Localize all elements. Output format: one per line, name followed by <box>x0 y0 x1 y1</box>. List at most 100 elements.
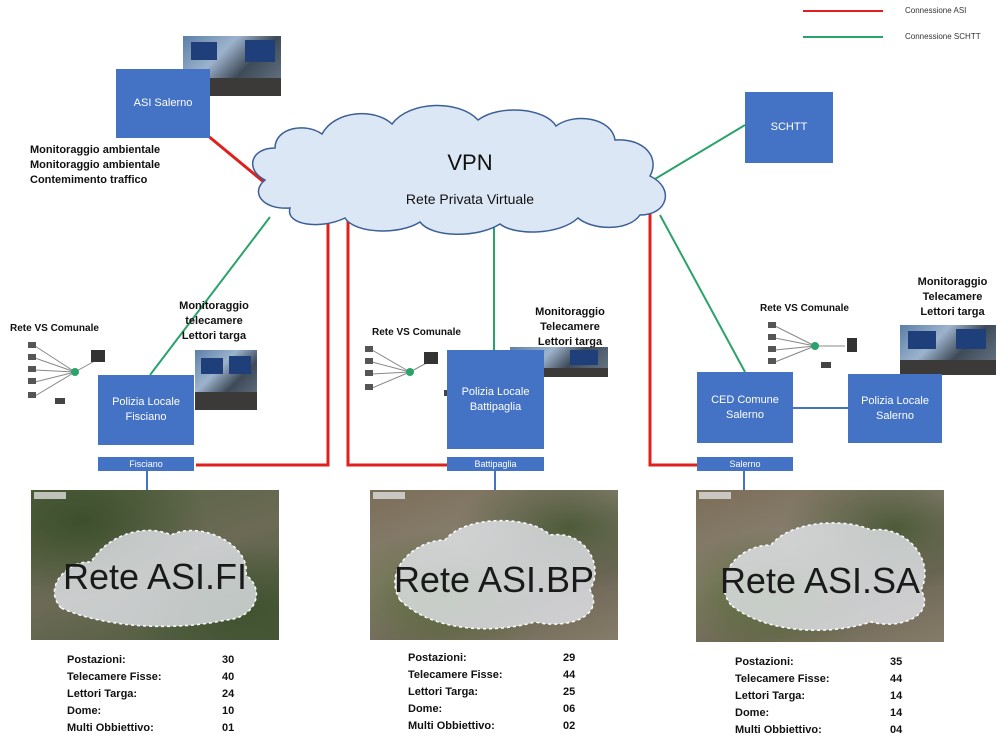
stat-row: Dome: 14 <box>735 705 902 722</box>
rete-vs-label: Rete VS Comunale <box>10 323 99 334</box>
note-line: Monitoraggio <box>179 300 249 312</box>
link-schtt-vpn <box>649 124 746 183</box>
note-line: telecamere <box>185 315 243 327</box>
note-line: Telecamere <box>922 291 983 303</box>
asi-links <box>196 133 697 467</box>
ced-salerno-box[interactable]: CED Comune Salerno <box>697 372 793 443</box>
note-line: Monitoraggio ambientale <box>30 159 161 171</box>
rete-vs-label: Rete VS Comunale <box>372 327 461 338</box>
stat-value: 01 <box>222 722 235 734</box>
local-network-diagram <box>768 322 857 368</box>
stat-value: 10 <box>222 705 235 717</box>
control-room-photo <box>195 350 257 410</box>
legend-red-line <box>803 9 883 12</box>
stat-key: Telecamere Fisse: <box>408 669 503 681</box>
fisciano-bar[interactable]: Fisciano <box>98 457 194 471</box>
asi-salerno-notes: Monitoraggio ambientale Monitoraggio amb… <box>30 143 230 188</box>
battipaglia-bar[interactable]: Battipaglia <box>447 457 544 471</box>
stat-value: 29 <box>563 652 576 664</box>
stat-row: Telecamere Fisse: 44 <box>408 667 575 684</box>
stat-row: Postazioni:35 <box>735 654 902 671</box>
stat-key: Telecamere Fisse: <box>735 673 830 685</box>
schtt-box[interactable]: SCHTT <box>745 92 833 163</box>
stat-row: Postazioni: 29 <box>408 650 575 667</box>
stat-key: Dome: <box>408 703 443 715</box>
salerno-bar[interactable]: Salerno <box>697 457 793 471</box>
stat-row: Lettori Targa: 24 <box>67 686 234 703</box>
stat-key: Dome: <box>735 707 770 719</box>
stat-key: Telecamere Fisse: <box>67 671 162 683</box>
map-battipaglia: Rete ASI.BP <box>370 490 618 640</box>
asi-salerno-box[interactable]: ASI Salerno <box>116 69 210 138</box>
stat-row: Dome: 06 <box>408 701 575 718</box>
stat-key: Lettori Targa: <box>408 686 479 698</box>
note-line: Monitoraggio ambientale <box>30 144 161 156</box>
local-network-diagram <box>28 342 105 404</box>
note-line: Lettori targa <box>181 330 247 342</box>
stat-key: Lettori Targa: <box>735 690 806 702</box>
schtt-links <box>149 124 746 376</box>
stat-key: Dome: <box>67 705 102 717</box>
stats-fisciano: Postazioni: 30 Telecamere Fisse: 40 Lettor… <box>67 652 234 737</box>
stat-value: 44 <box>563 669 576 681</box>
stat-row: Dome: 10 <box>67 703 234 720</box>
stat-value: 06 <box>563 703 576 715</box>
legend-label: Connessione ASI <box>905 6 967 15</box>
police-salerno-box[interactable]: Polizia Locale Salerno <box>848 374 942 443</box>
stat-row: Telecamere Fisse: 40 <box>67 669 234 686</box>
legend-green-line <box>803 35 883 38</box>
note-line: Monitoraggio <box>535 306 605 318</box>
note-line: Telecamere <box>540 321 600 333</box>
link-asi-salerno-vpn <box>206 133 266 185</box>
stat-key: Postazioni: <box>408 652 467 664</box>
map-label: Rete ASI.FI <box>62 556 248 597</box>
link-vpn-ced <box>659 214 746 373</box>
stat-value: 40 <box>222 671 235 683</box>
map-label: Rete ASI.SA <box>719 560 921 602</box>
link-battipaglia-vpn <box>346 212 448 467</box>
stat-key: Multi Obbiettivo: <box>67 722 154 734</box>
monitor-note: Monitoraggio Telecamere Lettori targa <box>900 275 1005 320</box>
stat-value: 02 <box>563 720 576 732</box>
stat-value: 44 <box>890 673 903 685</box>
vpn-subtitle: Rete Privata Virtuale <box>405 191 535 207</box>
stat-value: 14 <box>890 690 903 702</box>
stat-row: Telecamere Fisse: 44 <box>735 671 902 688</box>
stat-key: Postazioni: <box>67 654 126 666</box>
stat-key: Multi Obbiettivo: <box>408 720 495 732</box>
vpn-cloud <box>251 104 667 235</box>
legend-item-asi: Connessione ASI <box>803 6 966 15</box>
stat-key: Lettori Targa: <box>67 688 138 700</box>
map-salerno: Rete ASI.SA <box>696 490 944 642</box>
stat-row: Postazioni: 30 <box>67 652 234 669</box>
stats-salerno: Postazioni:35 Telecamere Fisse: 44 Lettor… <box>735 654 902 739</box>
monitor-note: Monitoraggio telecamere Lettori targa <box>160 299 268 344</box>
stat-row: Multi Obbiettivo: 02 <box>408 718 575 735</box>
stat-row: Multi Obbiettivo: 01 <box>67 720 234 737</box>
stat-row: Multi Obbiettivo: 04 <box>735 722 902 739</box>
link-salerno-vpn <box>648 213 697 467</box>
stat-value: 30 <box>222 654 235 666</box>
map-fisciano: Rete ASI.FI <box>31 490 279 640</box>
police-battipaglia-box[interactable]: Polizia Locale Battipaglia <box>447 350 544 449</box>
control-room-photo <box>900 325 996 375</box>
legend-item-schtt: Connessione SCHTT <box>803 32 981 41</box>
map-label: Rete ASI.BP <box>393 559 595 600</box>
stat-value: 04 <box>890 724 903 736</box>
stat-value: 25 <box>563 686 576 698</box>
rete-vs-label: Rete VS Comunale <box>760 303 849 314</box>
stat-key: Multi Obbiettivo: <box>735 724 822 736</box>
note-line: Lettori targa <box>920 306 985 318</box>
stat-key: Postazioni: <box>735 656 794 668</box>
note-line: Lettori targa <box>537 336 603 348</box>
stat-value: 14 <box>890 707 903 719</box>
link-fisciano-vpn <box>196 205 330 467</box>
local-links <box>146 407 848 490</box>
police-fisciano-box[interactable]: Polizia Locale Fisciano <box>98 375 194 445</box>
link-vpn-fisciano <box>149 216 271 376</box>
stat-value: 24 <box>222 688 235 700</box>
stat-row: Lettori Targa: 25 <box>408 684 575 701</box>
stat-row: Lettori Targa: 14 <box>735 688 902 705</box>
stats-battipaglia: Postazioni: 29 Telecamere Fisse: 44 Lettor… <box>408 650 575 735</box>
